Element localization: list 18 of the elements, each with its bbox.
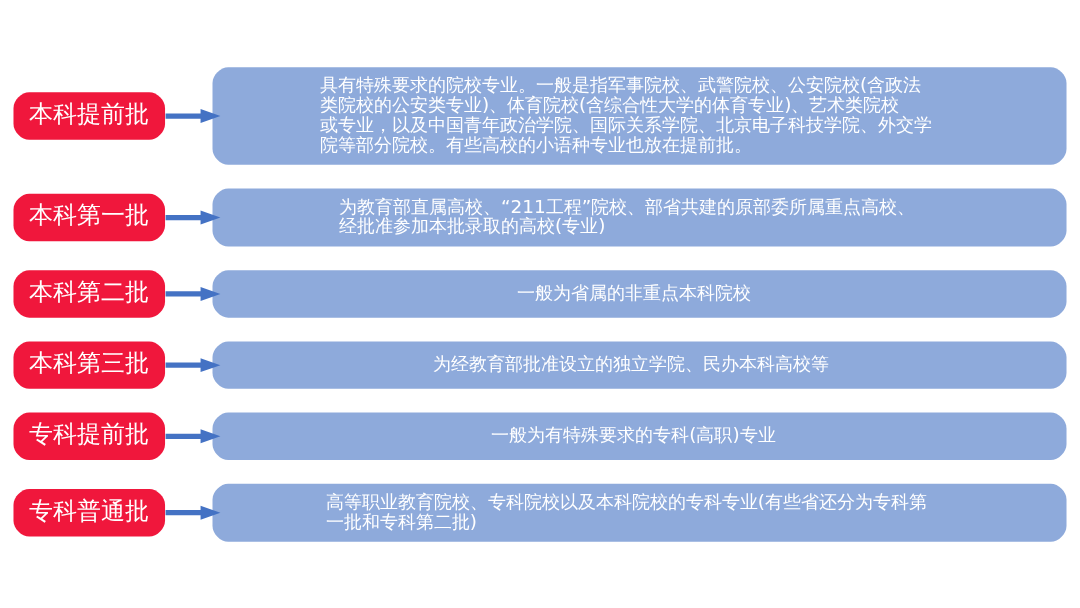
arrow — [165, 357, 221, 372]
node-box: 本科第一批 — [13, 193, 166, 241]
arrow — [165, 210, 221, 224]
node-box: 专科普通批 — [13, 488, 166, 536]
node-box: 一般为省属的非重点本科院校 — [212, 269, 1067, 318]
node-box: 为经教育部批准设立的独立学院、民办本科高校等 — [212, 340, 1067, 389]
node-box: 专科提前批 — [13, 412, 166, 460]
node-box: 具有特殊要求的院校专业。一般是指军事院校、武警院校、公安院校(含政法类院校的公安类专业)、体育院校(含综合性大学的体育专业)、艺术类院校或专业，以及中国青年政治学院、国际关系学院、北京电子科技学院、外交学院等部分院校。有些高校的小语种专业也放在提前批。 — [212, 66, 1067, 165]
arrow — [165, 428, 221, 443]
node-box: 本科第三批 — [13, 340, 166, 389]
arrow — [165, 286, 221, 301]
node-box: 一般为有特殊要求的专科(高职)专业 — [212, 412, 1067, 460]
node-box: 高等职业教育院校、专科院校以及本科院校的专科专业(有些省还分为专科第一批和专科第二批) — [212, 483, 1067, 542]
node-box: 本科第二批 — [13, 269, 166, 318]
arrow — [165, 505, 221, 520]
node-box: 为教育部直属高校、“211工程”院校、部省共建的原部委所属重点高校、经批准参加本批录取的高校(专业) — [212, 188, 1067, 246]
node-box: 本科提前批 — [13, 91, 166, 140]
arrow — [165, 108, 221, 123]
